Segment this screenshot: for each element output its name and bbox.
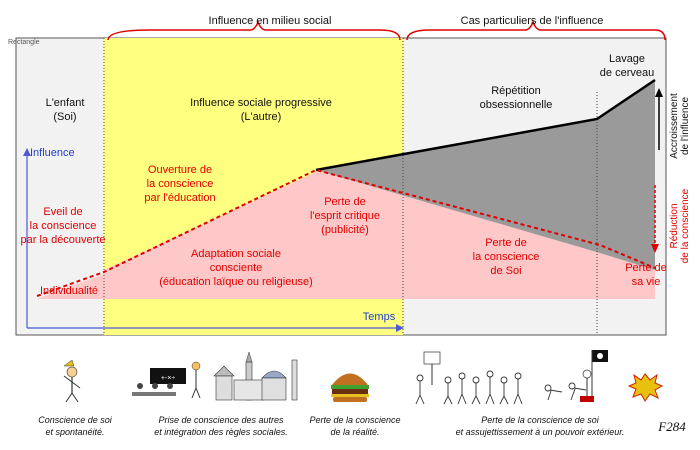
y-axis-label: Influence bbox=[30, 147, 75, 159]
burger-icon bbox=[331, 373, 369, 402]
classroom-icon: +-×÷ bbox=[132, 361, 201, 399]
label-ouverture: Ouverture de la conscience par l'éducati… bbox=[144, 164, 216, 204]
influence-line bbox=[315, 78, 656, 172]
caption-perte-realite: Perte de la conscience de la réalité. bbox=[309, 415, 401, 437]
bracket-special bbox=[406, 19, 666, 41]
signature: F284 bbox=[658, 419, 686, 434]
label-perte-esprit: Perte de l'esprit critique (publicité) bbox=[310, 196, 380, 236]
header-special-cases: Cas particuliers de l'influence bbox=[460, 15, 604, 27]
x-axis-label: Temps bbox=[362, 311, 396, 323]
church-mosque-icon bbox=[213, 351, 298, 401]
column-enfant: L'enfant (Soi) bbox=[45, 97, 85, 123]
bracket-social bbox=[107, 19, 401, 41]
label-adaptation: Adaptation sociale consciente (éducation… bbox=[159, 248, 313, 288]
explosion-icon bbox=[627, 373, 664, 402]
column-lavage: Lavage de cerveau bbox=[599, 53, 655, 79]
child-icon bbox=[63, 359, 81, 403]
header-social-influence: Influence en milieu social bbox=[208, 15, 332, 27]
label-eveil: Eveil de la conscience par la découverte bbox=[20, 206, 106, 246]
label-perte-soi: Perte de la conscience de Soi bbox=[472, 237, 540, 277]
caption-prise-conscience: Prise de conscience des autres et intégr… bbox=[154, 415, 288, 437]
svg-text:+-×÷: +-×÷ bbox=[161, 375, 176, 382]
rectangle-label: Rectangle bbox=[8, 39, 40, 46]
column-repetition: Répétition obsessionnelle bbox=[479, 85, 553, 111]
caption-assujettissement: Perte de la conscience de soi et assujet… bbox=[455, 415, 625, 437]
label-perte-vie: Perte de sa vie bbox=[625, 262, 667, 288]
column-influence-progressive: Influence sociale progressive (L'autre) bbox=[190, 97, 332, 123]
crowd-icon bbox=[415, 350, 608, 405]
caption-conscience-soi: Conscience de soi et spontanéité. bbox=[38, 415, 112, 437]
accroissement-label: Accroissement de l'influence bbox=[669, 93, 691, 159]
label-individualite: Individualité bbox=[39, 285, 99, 297]
influence-wedge bbox=[316, 80, 655, 270]
